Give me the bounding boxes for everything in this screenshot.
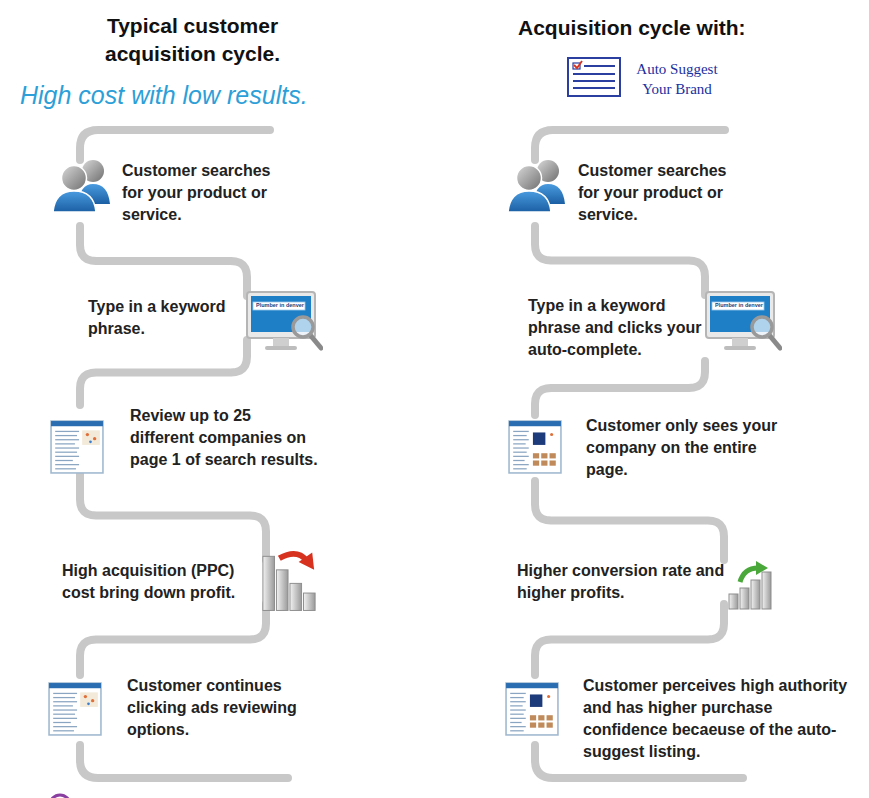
logo-frame [568, 58, 620, 96]
snake-connector [80, 340, 247, 405]
logo-lines [573, 66, 615, 88]
step-text: Customer only sees your company on the e… [586, 415, 782, 481]
logo-icon [568, 58, 620, 96]
results-page-icon [49, 683, 101, 735]
column-heading: Acquisition cycle with: [518, 14, 808, 42]
snake-connector [80, 226, 247, 296]
step-box: Review up to 25 different companies on p… [74, 405, 318, 471]
step-text: Type in a keyword phrase. [88, 296, 248, 340]
step-box: Higher conversion rate and higher profit… [512, 560, 725, 604]
step-box: Customer searches for your product or se… [74, 160, 294, 226]
snake-line [535, 130, 725, 160]
step-text: Customer perceives high authority and ha… [583, 675, 855, 763]
logo-text: Auto Suggest Your Brand [623, 59, 731, 99]
people-icon [508, 160, 565, 212]
monitor-icon [247, 292, 321, 350]
step-text: Customer searches for your product or se… [122, 160, 294, 226]
step-text: Customer continues clicking ads reviewin… [127, 675, 337, 741]
step-box: Customer only sees your company on the e… [529, 415, 782, 481]
step-text: Higher conversion rate and higher profit… [517, 560, 725, 604]
results-page-icon [509, 421, 561, 473]
step-text: Type in a keyword phrase and clicks your… [528, 295, 706, 361]
partial-circle [50, 795, 70, 798]
step-text: High acquisition (PPC) cost bring down p… [62, 560, 267, 604]
results-page-icon [506, 683, 558, 735]
snake-connector [535, 226, 705, 295]
snake-connector [535, 604, 724, 675]
logo-check [574, 61, 582, 68]
snake-connector [535, 361, 705, 415]
snake-connector [535, 481, 724, 560]
monitor-icon [706, 292, 780, 350]
column-heading: Typical customer acquisition cycle. [80, 12, 305, 68]
chart-down-icon [263, 552, 315, 610]
snake-connector [80, 604, 266, 675]
step-box: High acquisition (PPC) cost bring down p… [56, 560, 267, 604]
step-box: Type in a keyword phrase. [74, 296, 248, 340]
snake-line [80, 130, 270, 160]
step-text: Customer searches for your product or se… [578, 160, 750, 226]
search-bar-text: Plumber in denver [256, 302, 304, 309]
search-bar-text: Plumber in denver [715, 302, 763, 309]
step-box: Customer perceives high authority and ha… [529, 675, 855, 763]
step-box: Type in a keyword phrase and clicks your… [522, 295, 706, 361]
people-icon [53, 160, 110, 212]
step-box: Customer searches for your product or se… [529, 160, 750, 226]
step-box: Customer continues clicking ads reviewin… [74, 675, 337, 741]
snake-line [80, 745, 288, 778]
results-page-icon [51, 421, 103, 473]
step-text: Review up to 25 different companies on p… [130, 405, 318, 471]
snake-connector [80, 471, 266, 560]
column-subtitle: High cost with low results. [20, 80, 365, 110]
chart-up-icon [729, 561, 771, 609]
